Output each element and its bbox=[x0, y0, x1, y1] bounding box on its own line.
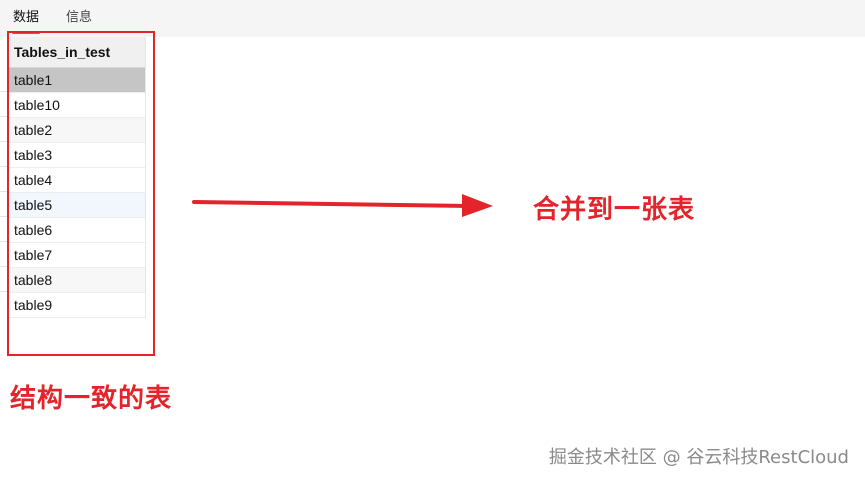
table-row[interactable]: table3 bbox=[9, 143, 145, 168]
table-row[interactable]: table7 bbox=[9, 243, 145, 268]
tables-grid: Tables_in_test table1 table10 table2 tab… bbox=[9, 37, 146, 318]
tab-data[interactable]: 数据 bbox=[11, 10, 41, 34]
table-row[interactable]: table8 bbox=[9, 268, 145, 293]
tab-info[interactable]: 信息 bbox=[66, 10, 93, 25]
table-row[interactable]: table1 bbox=[9, 68, 145, 93]
column-header-tables-in-test[interactable]: Tables_in_test bbox=[9, 37, 145, 68]
same-structure-annotation: 结构一致的表 bbox=[10, 384, 173, 414]
table-row[interactable]: table10 bbox=[9, 93, 145, 118]
watermark: 掘金技术社区 @ 谷云科技RestCloud bbox=[548, 447, 849, 468]
table-row[interactable]: table4 bbox=[9, 168, 145, 193]
row-gutter bbox=[0, 37, 9, 327]
table-row[interactable]: table5 bbox=[9, 193, 145, 218]
merge-annotation: 合并到一张表 bbox=[533, 195, 696, 225]
table-row[interactable]: table6 bbox=[9, 218, 145, 243]
highlight-box bbox=[7, 31, 155, 356]
table-row[interactable]: table2 bbox=[9, 118, 145, 143]
tab-bar: 数据 信息 bbox=[0, 0, 865, 37]
right-arrow-icon bbox=[192, 194, 493, 217]
table-row[interactable]: table9 bbox=[9, 293, 145, 318]
